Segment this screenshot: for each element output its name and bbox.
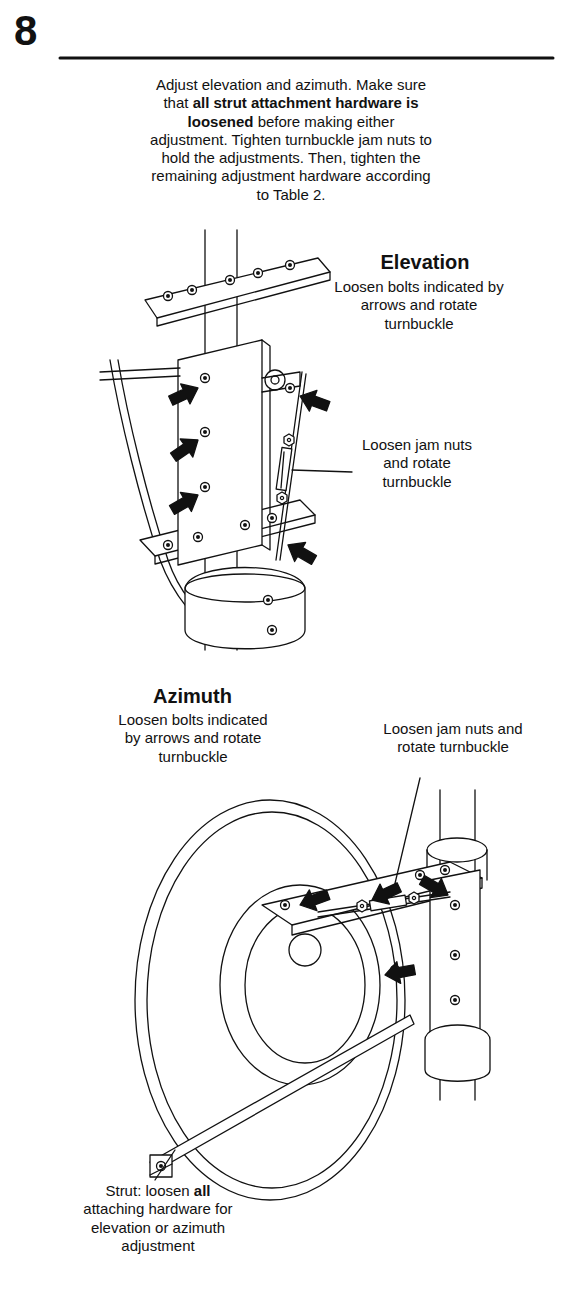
label-text: attaching hardware for elevation or azim… — [83, 1200, 232, 1254]
label-text: Loosen jam nuts and rotate turnbuckle — [362, 436, 472, 490]
step-number-text: 8 — [14, 7, 37, 54]
instruction-note: Loosen jam nuts and rotate turnbuckle — [378, 720, 528, 757]
label-text: Loosen bolts indicated by arrows and rot… — [118, 711, 267, 765]
instruction-note: Strut: loosen all attaching hardware for… — [78, 1182, 238, 1255]
header-rule — [60, 57, 553, 60]
instruction-note: Loosen jam nuts and rotate turnbuckle — [352, 436, 482, 491]
elevation-drawing — [100, 230, 352, 650]
instruction-note: Loosen bolts indicated by arrows and rot… — [112, 711, 274, 766]
instruction-text: Adjust elevation and azimuth. Make sure … — [148, 76, 434, 204]
label-text: Strut: loosen — [105, 1182, 189, 1199]
label-text: Elevation — [381, 251, 470, 273]
label-text: Azimuth — [153, 685, 232, 707]
instruction-note: Loosen bolts indicated by arrows and rot… — [328, 278, 510, 333]
label-text: all — [194, 1182, 211, 1199]
section-heading: Azimuth — [110, 684, 275, 708]
label-text: Loosen bolts indicated by arrows and rot… — [334, 278, 503, 332]
azimuth-drawing — [135, 778, 490, 1200]
section-heading: Elevation — [340, 250, 510, 274]
label-text: Loosen jam nuts and rotate turnbuckle — [383, 720, 522, 755]
step-number: 8 — [14, 10, 37, 52]
